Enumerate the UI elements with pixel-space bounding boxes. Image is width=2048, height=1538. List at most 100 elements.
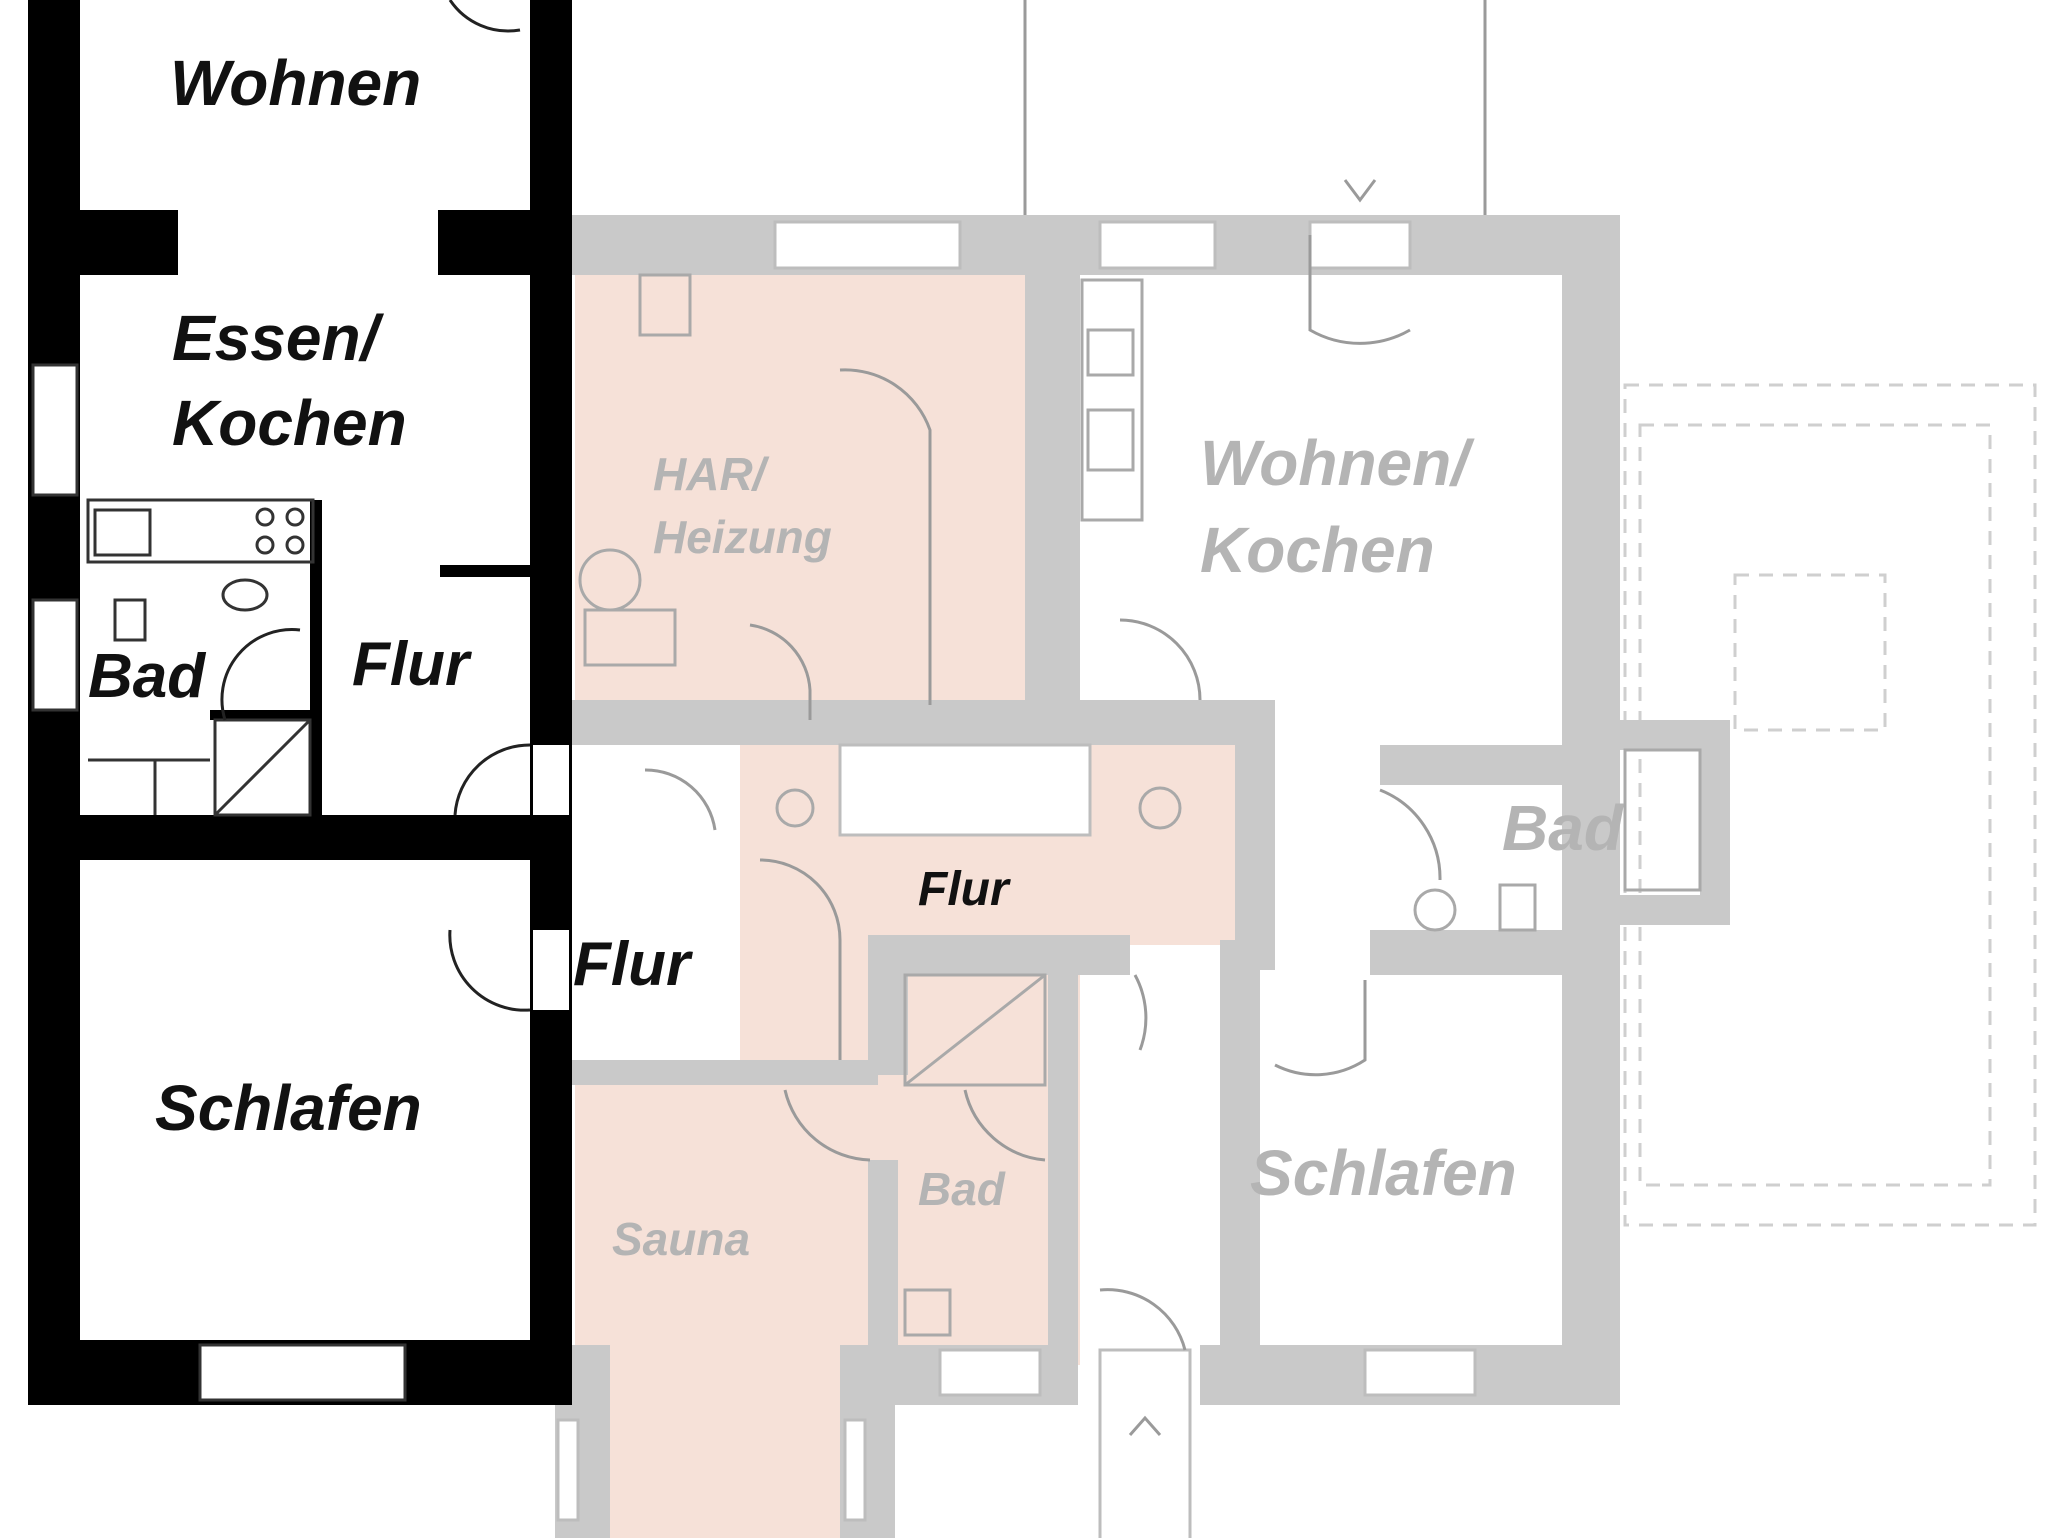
label-bad-left: Bad (88, 642, 206, 711)
window (31, 598, 79, 712)
window (1308, 220, 1412, 270)
wall (310, 500, 322, 820)
doorway (533, 930, 569, 1010)
label-essen-line2: Kochen (172, 387, 407, 459)
door-swing (749, 623, 812, 720)
wall (1220, 940, 1260, 1400)
mid-bad-fill (895, 1165, 1045, 1335)
label-flur-left-upper: Flur (352, 630, 472, 699)
terrace-outline-outer (1623, 383, 2037, 1227)
terrace-table (1733, 573, 1887, 732)
door-swing (1274, 980, 1367, 1077)
window (556, 1418, 580, 1522)
wall (572, 700, 1272, 745)
label-wohnen-right-line2: Kochen (1200, 514, 1435, 586)
window (198, 1343, 407, 1402)
door-swing (453, 743, 531, 816)
door-swing (1133, 974, 1148, 1051)
wall (870, 935, 1130, 975)
sink (1086, 328, 1135, 377)
kitchen-counter (1080, 278, 1144, 522)
hob (255, 535, 275, 555)
window (838, 743, 1092, 837)
window (843, 1418, 867, 1522)
door-swing (839, 368, 932, 705)
label-har-line2: Heizung (653, 511, 832, 563)
wall (572, 215, 1620, 275)
shower (213, 718, 312, 817)
shower-diag (213, 718, 312, 817)
door-swing (1379, 788, 1442, 881)
door-swing (448, 0, 521, 33)
har-room-fill (575, 275, 1025, 705)
wall (1370, 930, 1620, 975)
wall (440, 565, 532, 577)
sink (93, 508, 152, 557)
wall (210, 710, 320, 720)
wall (438, 210, 572, 275)
mid-bad-toilet (903, 1288, 952, 1337)
label-flur-center: Flur (918, 863, 1011, 916)
dark-fixtures (86, 498, 315, 817)
label-bad-right: Bad (1502, 792, 1625, 864)
wall (868, 935, 908, 1075)
hob (285, 507, 305, 527)
wall (1562, 215, 1620, 1405)
dashed-terrace (1623, 383, 2037, 1227)
bath-toilet (1498, 883, 1537, 932)
door-swing (448, 929, 531, 1012)
door-swing (644, 768, 717, 831)
sauna-fill (575, 1070, 865, 1538)
door-swing (1099, 1288, 1187, 1351)
har-tank (638, 273, 692, 337)
window (1098, 1348, 1192, 1538)
wash-basin (221, 578, 269, 612)
doorway (533, 745, 569, 815)
label-schlafen-left: Schlafen (155, 1072, 422, 1144)
wall (1235, 700, 1275, 970)
label-bad-middle: Bad (918, 1163, 1006, 1215)
black-windows (31, 363, 569, 1402)
entry-arrow (1128, 1415, 1162, 1436)
door-swing (759, 858, 842, 1060)
wall (1048, 935, 1078, 1405)
wall (28, 815, 572, 860)
door-swing (1308, 235, 1411, 345)
grey-fixtures (578, 273, 1702, 1337)
toilet (113, 598, 147, 642)
har-unit (583, 608, 677, 667)
door-swing (963, 1089, 1046, 1162)
terrace-outline-inner (1638, 423, 1992, 1187)
grey-windows (556, 220, 1477, 1538)
door-swing (220, 628, 301, 721)
label-essen-line1: Essen/ (172, 302, 385, 374)
wall (1380, 745, 1620, 785)
bath-tub (1623, 748, 1702, 892)
window (1363, 1348, 1477, 1397)
window (773, 220, 962, 270)
flur-light-right (1138, 786, 1182, 830)
wall (28, 210, 178, 275)
window (31, 363, 79, 497)
kitchen-counter (86, 498, 315, 564)
door-swing (783, 1089, 871, 1162)
hob (285, 535, 305, 555)
dark-doors (220, 0, 531, 1012)
label-wohnen-right-line1: Wohnen/ (1200, 427, 1475, 499)
label-flur-middle: Flur (573, 930, 693, 999)
label-schlafen-right: Schlafen (1250, 1137, 1517, 1209)
bath-sink (1413, 888, 1457, 932)
wall (1700, 720, 1730, 920)
door-swing (1119, 618, 1202, 701)
grey-doors (644, 0, 1487, 1436)
stove (1086, 408, 1135, 472)
room-labels: Wohnen Essen/ Kochen Bad Flur Schlafen F… (88, 47, 1625, 1265)
label-sauna: Sauna (612, 1213, 750, 1265)
wall (1620, 895, 1730, 925)
wall (568, 1060, 878, 1085)
window (1098, 220, 1217, 270)
window (938, 1348, 1042, 1397)
label-wohnen-left: Wohnen (170, 47, 421, 119)
flur-light-left (775, 788, 815, 828)
